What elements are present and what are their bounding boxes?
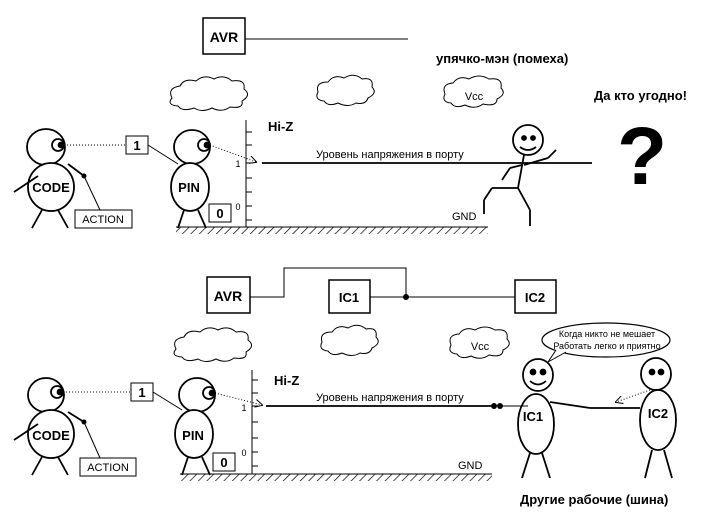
bottom-code-figure [13,377,85,476]
ic1-worker-figure [517,358,591,479]
question-mark-icon: ? [617,111,667,202]
top-action-label: ACTION [82,214,124,226]
bus-junction [403,294,409,300]
ic1-figure-label: IC1 [523,409,543,424]
bottom-hiz-label: Hi-Z [274,373,299,388]
top-scene: AVR упячко-мэн (помеха) Vcc Да кто угодн… [13,17,687,234]
ic2-figure-label: IC2 [648,406,668,421]
bottom-tick-1: 1 [241,403,246,413]
bottom-level-caption: Уровень напряжения в порту [316,392,464,404]
bottom-value-1: 1 [138,385,145,400]
top-pin-figure [170,129,211,229]
bottom-pin-label: PIN [182,428,204,443]
ic2-block: IC2 [514,279,557,314]
top-tick-1: 1 [235,159,240,169]
bus-wiring [250,267,515,298]
top-hiz-label: Hi-Z [268,119,293,134]
noise-stick-man [483,124,557,226]
top-anyone-caption: Да кто угодно! [594,88,687,103]
top-level-caption: Уровень напряжения в порту [316,149,464,161]
top-avr-label: AVR [210,29,239,45]
top-pin-label: PIN [178,180,200,195]
ic2-worker-figure [590,357,677,479]
ic2-box-label: IC2 [525,290,545,305]
top-voltage-axis [245,120,252,227]
bottom-ground [180,474,492,481]
top-cloud-mid [316,74,375,106]
bottom-tick-0: 0 [241,448,246,458]
top-code-figure [13,128,85,229]
top-cloud-vcc [443,75,504,108]
bottom-scene: AVR IC1 IC2 Vcc Когда никто не мешает Ра… [13,267,677,507]
top-gnd-label: GND [452,211,477,223]
workers-caption: Другие рабочие (шина) [520,492,668,507]
speech-bubble: Когда никто не мешает Работать легко и п… [541,322,671,363]
bottom-cloud-left [173,327,252,362]
top-value-0: 0 [216,206,223,221]
ic1-block: IC1 [328,279,371,314]
speech-line-1: Когда никто не мешает [559,329,655,339]
bottom-avr-label: AVR [214,288,243,304]
bottom-avr-block: AVR [206,276,251,314]
bottom-gnd-label: GND [458,460,483,472]
top-cloud-left [169,76,248,111]
bottom-value-0: 0 [220,455,227,470]
bottom-voltage-axis [251,370,258,474]
top-tick-0: 0 [235,202,240,212]
speech-line-2: Работать легко и приятно [553,341,660,351]
ic1-box-label: IC1 [339,290,359,305]
bottom-action-label: ACTION [87,462,129,474]
bottom-code-label: CODE [32,428,70,443]
top-code-label: CODE [32,180,70,195]
top-ground [176,227,488,234]
top-avr-block: AVR [202,17,408,55]
bottom-cloud-mid [320,324,379,356]
top-noise-caption: упячко-мэн (помеха) [436,51,568,66]
bottom-pin-figure [174,377,216,476]
bottom-cloud-vcc [449,326,510,359]
top-value-1: 1 [133,138,140,153]
top-vcc-label: Vcc [465,91,484,103]
bottom-vcc-label: Vcc [471,341,490,353]
